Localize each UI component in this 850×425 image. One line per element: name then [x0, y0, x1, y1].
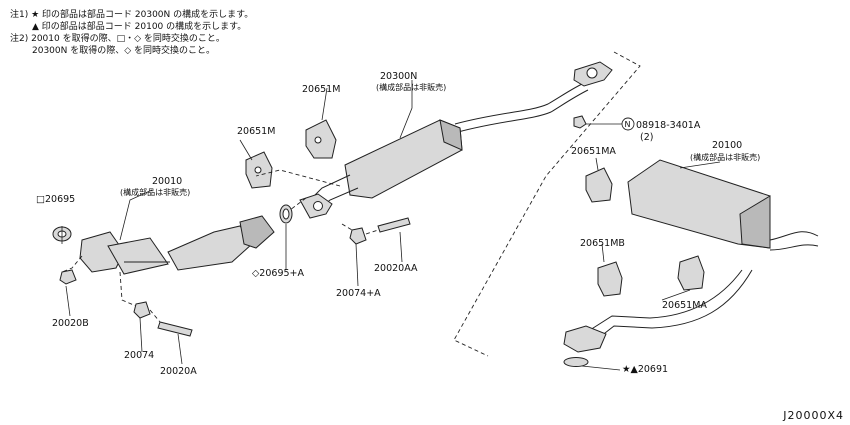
front-pipe-20300N[interactable]	[454, 61, 613, 133]
note-1-line-2: ▲ 印の部品は部品コード 20100 の構成を示します。	[32, 22, 247, 32]
notes-block: 注1) ★ 印の部品は部品コード 20300N の構成を示します。 ▲ 印の部品…	[10, 9, 253, 57]
note-2-line-1: 注2) 20010 を取得の際、□・◇ を同時交換のこと。	[10, 34, 225, 44]
nut-20074[interactable]	[133, 301, 151, 319]
label-20651M-left: 20651M	[237, 126, 275, 137]
hanger-20651MA-bottom[interactable]	[677, 255, 705, 291]
label-08918-qty: (2)	[640, 132, 653, 143]
stud-20020A[interactable]	[157, 321, 193, 337]
label-20074A: 20074+A	[336, 288, 381, 299]
rear-muffler-20100[interactable]	[563, 159, 819, 367]
catalytic-converter-20010[interactable]	[79, 215, 275, 275]
nut-20074A[interactable]	[349, 227, 367, 245]
note-2-line-2: 20300N を取得の際、◇ を同時交換のこと。	[32, 46, 216, 56]
label-20651MA-top: 20651MA	[571, 146, 616, 157]
label-20010-sub: (構成部品は非販売)	[120, 187, 190, 197]
gasket-20695A[interactable]	[279, 204, 293, 224]
nissan-standard-mark-icon: N	[621, 117, 635, 131]
hanger-20651MB[interactable]	[597, 261, 623, 297]
label-20691: ★▲20691	[622, 364, 668, 375]
stud-20020AA[interactable]	[377, 217, 411, 233]
reference-code: J20000X4	[783, 409, 844, 422]
label-20020AA: 20020AA	[374, 263, 418, 274]
nut-08918-3401A[interactable]	[573, 115, 587, 129]
label-20651M-top: 20651M	[302, 84, 340, 95]
label-20100: 20100	[712, 140, 742, 151]
nut-20020B[interactable]	[59, 269, 77, 285]
center-muffler-20300N[interactable]	[299, 119, 463, 219]
label-20010: 20010	[152, 176, 182, 187]
label-08918-3401A: 08918-3401A	[636, 120, 701, 131]
hanger-20651M-left[interactable]	[245, 151, 273, 189]
label-20695A: ◇20695+A	[252, 268, 304, 279]
label-20651MB: 20651MB	[580, 238, 625, 249]
label-20020B: 20020B	[52, 318, 89, 329]
label-20651MA-bottom: 20651MA	[662, 300, 707, 311]
dashed-boundaries	[61, 51, 641, 357]
label-20100-sub: (構成部品は非販売)	[690, 152, 760, 162]
label-20695: □20695	[36, 194, 75, 205]
label-20074: 20074	[124, 350, 154, 361]
label-20300N: 20300N	[380, 71, 417, 82]
hanger-20651M-top[interactable]	[305, 119, 337, 159]
leader-lines	[61, 80, 721, 371]
label-20020A: 20020A	[160, 366, 197, 377]
hanger-20651MA-top[interactable]	[585, 167, 613, 203]
svg-text:N: N	[625, 120, 631, 129]
note-1-line-1: 注1) ★ 印の部品は部品コード 20300N の構成を示します。	[10, 10, 254, 20]
label-20300N-sub: (構成部品は非販売)	[376, 82, 446, 92]
